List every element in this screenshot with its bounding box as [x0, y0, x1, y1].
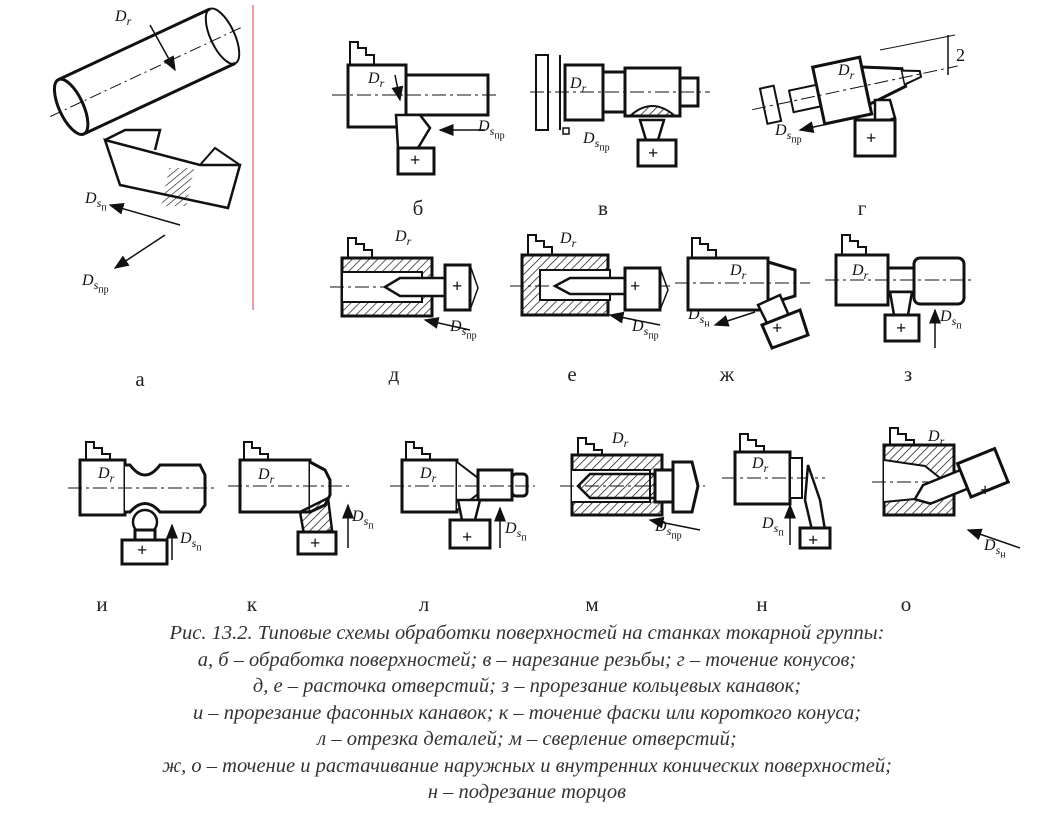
tool-holder-plus: + [648, 143, 659, 163]
feed-arrow-p [108, 202, 181, 226]
panel-m-drawing [560, 437, 705, 531]
rotation-symbol: Dr [420, 465, 437, 486]
rotation-symbol: Dr [368, 70, 385, 91]
panel-l-drawing [390, 441, 535, 550]
tool-holder-plus: + [808, 530, 819, 550]
panel-d-drawing [330, 237, 479, 331]
tool-holder-plus: + [772, 318, 783, 338]
feed-symbol: Dsп [352, 508, 374, 532]
rotation-symbol: Dr [838, 62, 855, 83]
feed-symbol: Dsп [180, 530, 202, 554]
feed-symbol: Dsпр [583, 130, 610, 154]
rotation-symbol: Dr [752, 455, 769, 476]
tool-holder-plus: + [452, 276, 463, 296]
feed-arrow-pr [113, 234, 166, 269]
feed-symbol: Dsпр [450, 318, 477, 342]
panel-label-v: в [598, 196, 608, 220]
feed-symbol: Dsп [85, 190, 107, 214]
panel-a-drawing [50, 7, 242, 269]
panel-b-drawing [332, 41, 500, 176]
panel-g-drawing [752, 34, 958, 158]
panel-i-drawing [68, 441, 215, 566]
panel-label-m: м [585, 592, 599, 616]
rotation-symbol: Dr [852, 262, 869, 283]
panel-label-g: г [857, 196, 867, 220]
tool-holder-plus: + [410, 150, 421, 170]
rotation-symbol: Dr [115, 8, 132, 29]
panel-label-o: о [900, 592, 912, 616]
figure-caption: Рис. 13.2. Типовые схемы обработки повер… [0, 620, 1054, 821]
feed-symbol: Dsпр [82, 272, 109, 296]
panel-n-drawing [722, 433, 832, 550]
rotation-symbol: Dr [258, 466, 275, 487]
panel-zh-drawing [675, 237, 810, 350]
panel-label-l: л [418, 592, 430, 616]
panel-o-drawing [872, 427, 1021, 549]
panel-label-i: и [96, 592, 108, 616]
tool-holder-plus: + [310, 533, 321, 553]
panel-e-drawing [510, 234, 670, 326]
tool-holder-plus: + [866, 128, 877, 148]
feed-symbol: Dsп [940, 308, 962, 332]
caption-line: д, е – расточка отверстий; з – прорезани… [252, 675, 802, 697]
caption-line: ж, о – точение и растачивание наружных и… [162, 754, 892, 777]
panel-label-b: б [412, 196, 424, 220]
feed-symbol: Dsпр [632, 318, 659, 342]
panel-label-d: д [388, 362, 400, 386]
panel-label-e: е [567, 362, 577, 386]
panel-z-drawing [825, 234, 975, 348]
rotation-symbol: Dr [730, 262, 747, 283]
tool-shank-hatch [161, 168, 195, 206]
feed-symbol: Dsпр [478, 118, 505, 142]
rotation-symbol: Dr [570, 75, 587, 96]
feed-symbol: Dsпр [655, 518, 682, 542]
caption-line: л – отрезка деталей; м – сверление отвер… [317, 728, 737, 750]
caption-line: и – прорезание фасонных канавок; к – точ… [192, 701, 862, 724]
feed-symbol: Dsпр [775, 122, 802, 146]
angle-label: 2 [956, 45, 965, 65]
feed-symbol: Dsп [762, 515, 784, 539]
rotation-symbol: Dr [612, 430, 629, 451]
panel-label-a: а [135, 367, 145, 391]
tool-holder-plus: + [896, 318, 907, 338]
rotation-symbol: Dr [560, 230, 577, 251]
feed-symbol: Dsп [505, 520, 527, 544]
caption-title: Рис. 13.2. Типовые схемы обработки повер… [169, 622, 885, 644]
rotation-arrow [149, 24, 176, 72]
feed-symbol: Dsн [688, 306, 710, 330]
tool-holder-plus: + [980, 480, 991, 500]
tool-holder-plus: + [630, 276, 641, 296]
feed-symbol: Dsн [984, 537, 1006, 561]
panel-k-drawing [228, 441, 354, 556]
panel-label-k: к [246, 592, 258, 616]
rotation-symbol: Dr [395, 228, 412, 249]
tool-holder-plus: + [462, 527, 473, 547]
caption-line: а, б – обработка поверхностей; в – нарез… [197, 648, 857, 671]
rotation-symbol: Dr [98, 465, 115, 486]
rotation-symbol: Dr [928, 428, 945, 449]
tool-holder-plus: + [137, 540, 148, 560]
caption-line: н – подрезание торцов [427, 781, 627, 803]
panel-label-n: н [756, 592, 768, 616]
panel-v-drawing [530, 54, 710, 168]
panel-label-z: з [903, 362, 913, 386]
panel-label-zh: ж [719, 362, 735, 386]
figure-drawings [50, 5, 1021, 566]
